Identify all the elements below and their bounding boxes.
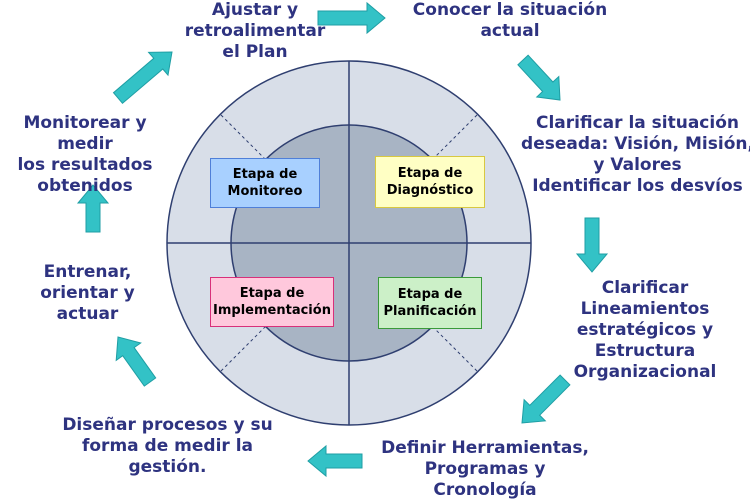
ring-dotted-divider-3 xyxy=(219,326,266,373)
ring-dotted-divider-1 xyxy=(432,113,479,160)
stage-monitoreo: Etapa de Monitoreo xyxy=(210,158,320,208)
step-conocer: Conocer la situación actual xyxy=(412,0,608,41)
stage-implementacion: Etapa de Implementación xyxy=(210,277,334,327)
cycle-arrow-5 xyxy=(307,444,363,478)
stage-wheel xyxy=(166,60,532,426)
stage-planificacion: Etapa de Planificación xyxy=(378,277,482,329)
cycle-arrow-4 xyxy=(521,374,571,424)
stage-diagnostico: Etapa de Diagnóstico xyxy=(375,156,485,208)
step-clarificar-lineamientos: Clarificar Lineamientos estratégicos y E… xyxy=(573,278,717,382)
step-ajustar: Ajustar y retroalimentar el Plan xyxy=(184,0,326,62)
ring-dotted-divider-2 xyxy=(219,113,266,160)
cycle-arrow-3 xyxy=(575,217,609,273)
step-disenar: Diseñar procesos y su forma de medir la … xyxy=(62,415,273,477)
step-clarificar-situacion: Clarificar la situación deseada: Visión,… xyxy=(521,113,750,196)
cycle-arrow-8 xyxy=(112,51,173,105)
cycle-arrow-7 xyxy=(76,184,110,233)
cycle-arrow-2 xyxy=(517,54,561,101)
cycle-arrow-1 xyxy=(317,1,386,35)
cycle-arrow-6 xyxy=(115,336,157,387)
step-monitorear: Monitorear y medir los resultados obteni… xyxy=(17,113,153,196)
step-entrenar: Entrenar, orientar y actuar xyxy=(40,262,135,324)
ring-dotted-divider-4 xyxy=(432,326,479,373)
step-definir: Definir Herramientas, Programas y Cronol… xyxy=(381,438,589,500)
cycle-arrows xyxy=(76,1,609,478)
